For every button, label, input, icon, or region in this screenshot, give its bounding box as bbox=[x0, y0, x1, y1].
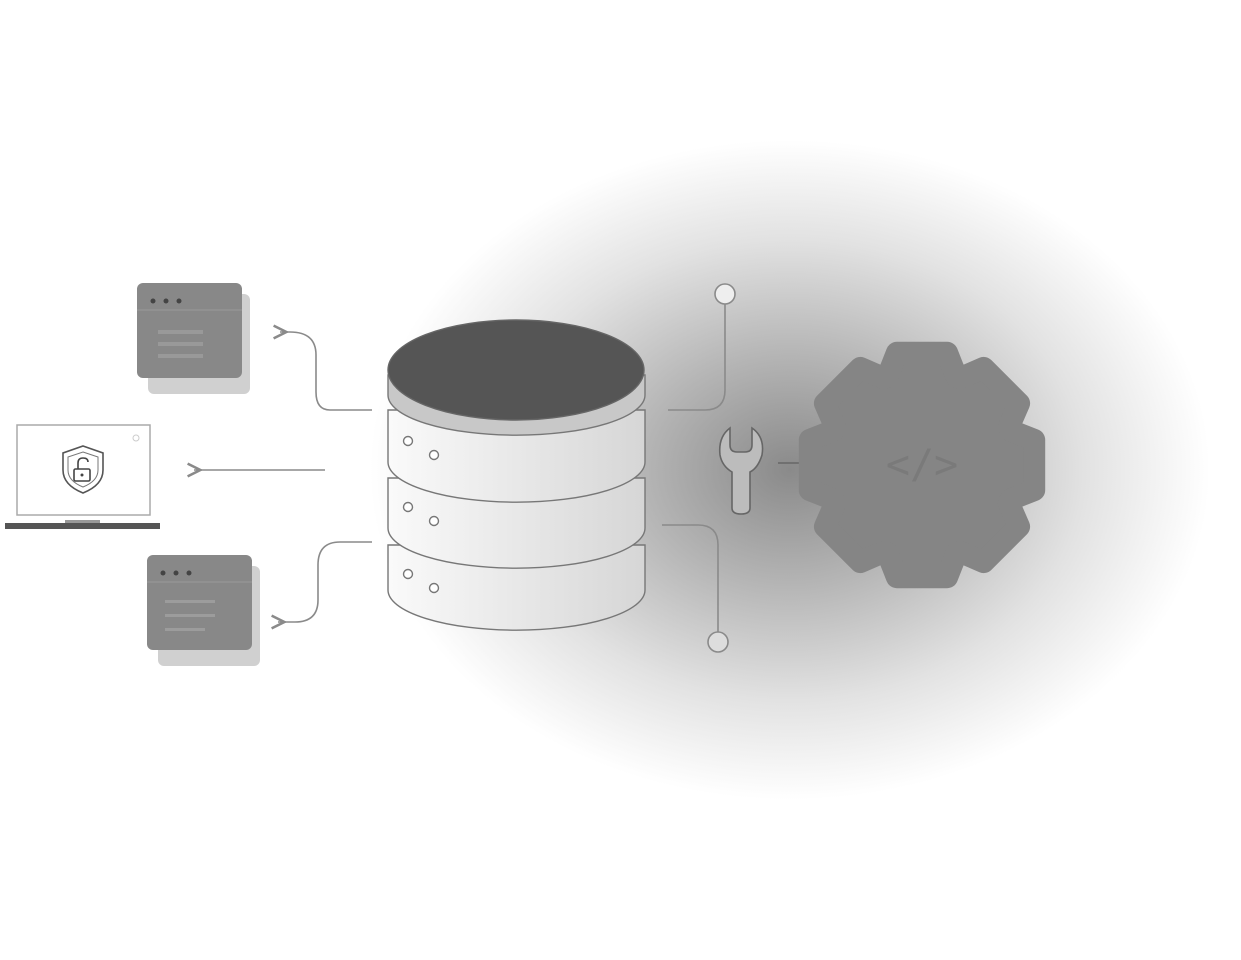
code-icon: </> bbox=[886, 442, 958, 488]
browser-window-icon-bottom bbox=[147, 555, 260, 666]
arrow-to-bottom-window bbox=[278, 541, 372, 622]
connector-bottom bbox=[662, 524, 719, 632]
connector-node-top bbox=[714, 283, 736, 305]
browser-window-icon-top bbox=[137, 283, 250, 394]
connector-top bbox=[668, 304, 726, 411]
shield-lock-icon bbox=[62, 445, 104, 494]
connector-node-bottom bbox=[707, 631, 729, 653]
wrench-icon bbox=[718, 426, 764, 515]
arrow-to-top-window bbox=[280, 332, 372, 411]
database-icon bbox=[387, 319, 646, 631]
laptop-icon bbox=[5, 424, 160, 529]
gear-icon: </> bbox=[798, 341, 1046, 589]
